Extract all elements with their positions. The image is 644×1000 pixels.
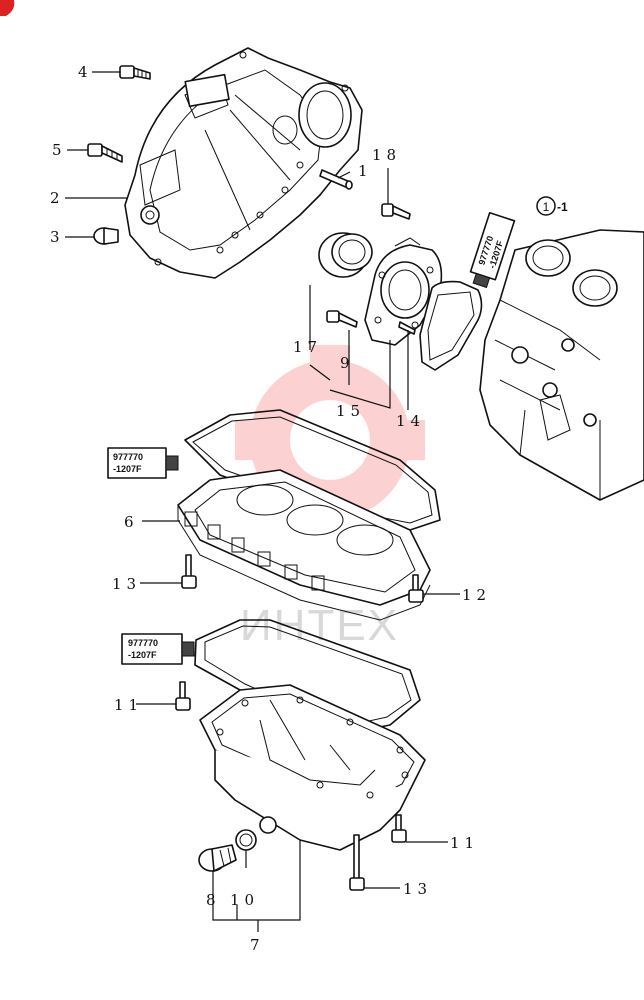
callout-10: 10 bbox=[230, 891, 259, 909]
sealant-tube-upper: 977770 -1207F bbox=[469, 211, 516, 289]
bolt-11-upper bbox=[175, 681, 191, 711]
bolt-12 bbox=[408, 574, 424, 603]
bolt-13-lower bbox=[349, 834, 365, 891]
callout-18: 18 bbox=[372, 146, 401, 164]
oil-seal-17 bbox=[318, 232, 373, 278]
callout-11-lower: 11 bbox=[450, 834, 479, 852]
washer-10 bbox=[235, 829, 257, 851]
callout-14: 14 bbox=[396, 412, 425, 430]
callout-17: 17 bbox=[293, 338, 322, 356]
sealant-tube-lower: 977770 -1207F bbox=[121, 633, 195, 665]
callout-13-lower: 13 bbox=[403, 880, 432, 898]
oil-pan-gasket-lower bbox=[194, 619, 421, 736]
callout-4: 4 bbox=[78, 63, 93, 81]
callout-2: 2 bbox=[50, 189, 65, 207]
oil-seal-housing-15 bbox=[364, 244, 443, 346]
callout-13-upper: 13 bbox=[112, 575, 141, 593]
flywheel-housing bbox=[124, 47, 363, 279]
bolt-13-upper bbox=[181, 554, 197, 589]
bolt-4 bbox=[119, 65, 151, 80]
sealant-tube-left: 977770 -1207F bbox=[107, 447, 179, 479]
watermark-text: ИНТЕХ bbox=[240, 601, 399, 650]
callout-11-upper: 11 bbox=[114, 696, 143, 714]
bolt-18 bbox=[381, 203, 411, 220]
callout-7: 7 bbox=[250, 936, 265, 954]
corner-logo-icon bbox=[0, 0, 15, 16]
callout-3: 3 bbox=[50, 228, 65, 246]
callout-12: 12 bbox=[462, 586, 491, 604]
plug-3 bbox=[93, 227, 119, 245]
callout-9: 9 bbox=[340, 354, 355, 372]
leader bbox=[394, 237, 421, 247]
engine-block bbox=[479, 229, 644, 501]
svg-text:977770: 977770 bbox=[128, 638, 158, 648]
drain-plug-8 bbox=[198, 844, 237, 872]
dowel-pin-1 bbox=[319, 169, 353, 190]
bolt-5 bbox=[87, 143, 123, 163]
svg-text:-1207F: -1207F bbox=[113, 464, 142, 474]
bolt-11-lower bbox=[391, 814, 407, 843]
svg-text:977770: 977770 bbox=[113, 452, 143, 462]
svg-text:1: 1 bbox=[543, 200, 550, 214]
svg-text:-1207F: -1207F bbox=[128, 650, 157, 660]
svg-text:-1: -1 bbox=[557, 200, 568, 214]
callout-1: 1 bbox=[358, 162, 373, 180]
adapter-plate-6 bbox=[177, 469, 431, 621]
callout-15: 15 bbox=[336, 402, 365, 420]
assembly-ref-1-1: 1 -1 bbox=[536, 196, 568, 216]
bolt-19 bbox=[326, 310, 358, 328]
callout-5: 5 bbox=[52, 141, 67, 159]
oil-pan-7 bbox=[199, 684, 426, 851]
callout-leaders bbox=[65, 71, 460, 932]
callout-8: 8 bbox=[206, 891, 221, 909]
callout-6: 6 bbox=[124, 513, 139, 531]
dowel-pin-14 bbox=[398, 321, 416, 335]
